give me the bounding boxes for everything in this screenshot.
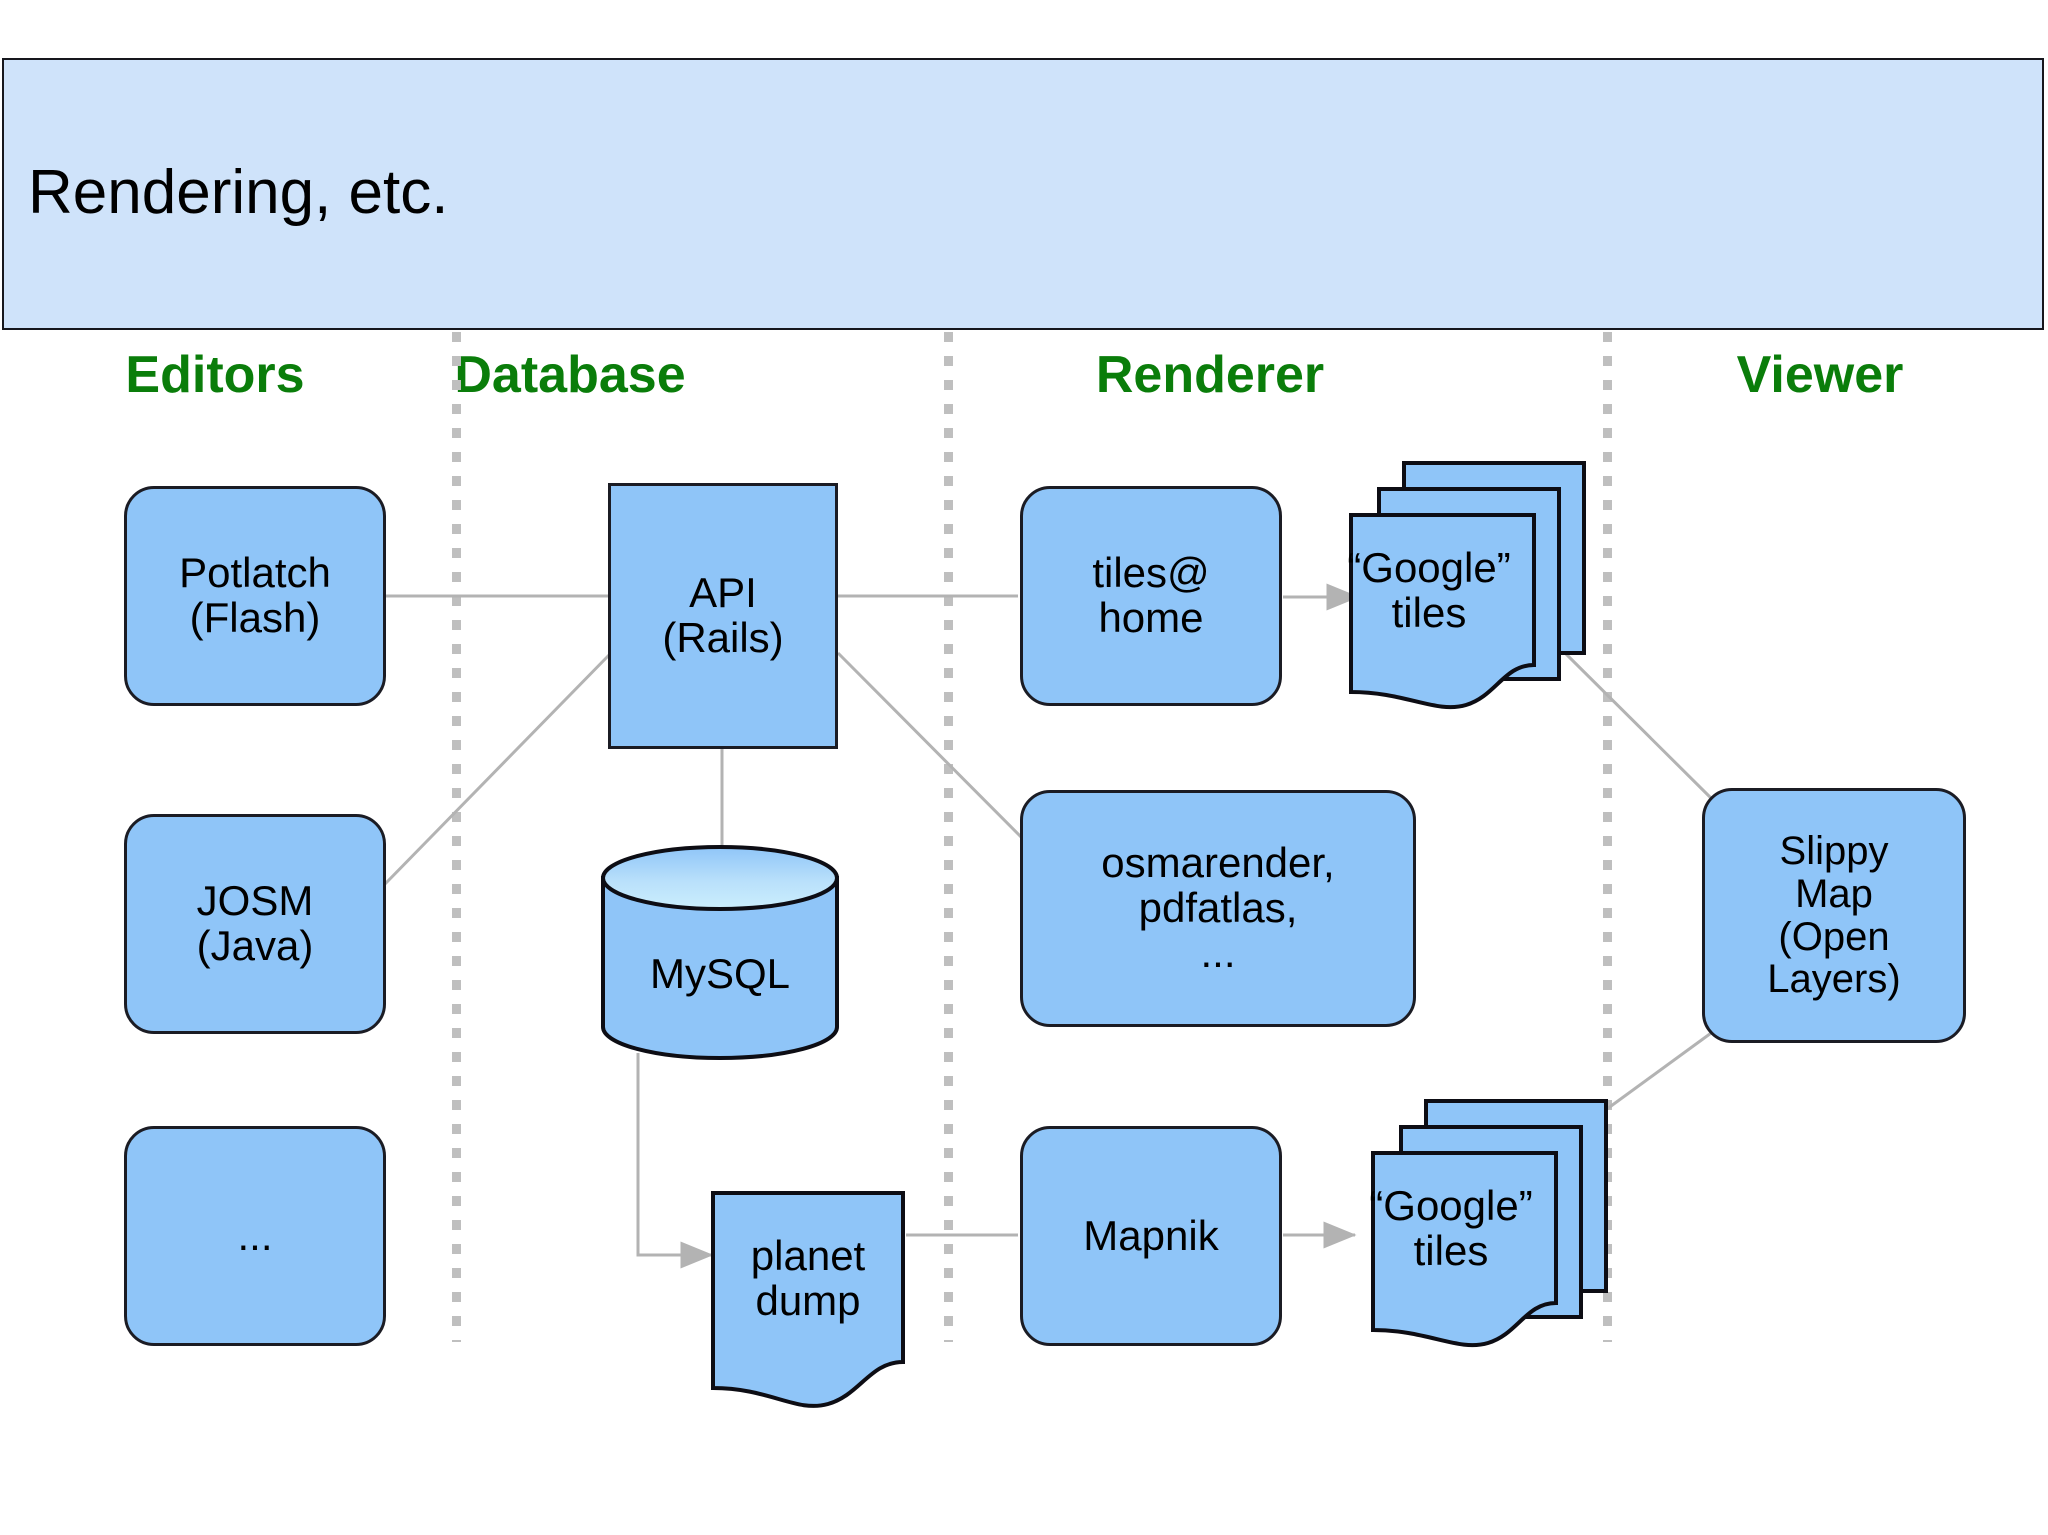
node-api[interactable]: API (Rails) <box>608 483 838 749</box>
node-api-label: API (Rails) <box>662 569 784 661</box>
node-josm-label: JOSM (Java) <box>196 877 314 969</box>
cylinder-shape <box>601 845 839 1060</box>
node-potlatch-label: Potlatch (Flash) <box>179 549 331 641</box>
node-google-tiles-top[interactable]: “Google” tiles <box>1347 460 1588 720</box>
document-stack-shape <box>1349 461 1586 710</box>
node-osmarender[interactable]: osmarender, pdfatlas, ... <box>1020 790 1416 1027</box>
column-header-editors: Editors <box>125 346 305 404</box>
node-osmarender-label: osmarender, pdfatlas, ... <box>1101 839 1335 976</box>
node-slippy-map-label: Slippy Map (Open Layers) <box>1767 828 1901 1002</box>
document-stack-shape <box>1371 1099 1608 1348</box>
column-header-renderer: Renderer <box>1095 346 1325 404</box>
node-mysql[interactable]: MySQL <box>600 845 840 1060</box>
title-banner: Rendering, etc. <box>2 58 2044 330</box>
column-header-database: Database <box>454 346 686 404</box>
edge-mysql-planetdump <box>636 1053 714 1269</box>
node-slippy-map[interactable]: Slippy Map (Open Layers) <box>1702 788 1966 1043</box>
document-shape <box>711 1191 905 1408</box>
edge-josm-api <box>383 651 613 886</box>
node-potlatch[interactable]: Potlatch (Flash) <box>124 486 386 706</box>
node-more-editors[interactable]: ... <box>124 1126 386 1346</box>
edge-api-osmarender <box>836 651 1032 848</box>
page-title: Rendering, etc. <box>28 158 449 227</box>
node-tiles-at-home-label: tiles@ home <box>1092 549 1210 641</box>
column-divider-editors-database <box>452 332 461 1342</box>
node-tiles-at-home[interactable]: tiles@ home <box>1020 486 1282 706</box>
column-divider-renderer-viewer <box>1603 332 1612 1342</box>
column-header-viewer: Viewer <box>1736 346 1904 404</box>
node-google-tiles-bottom[interactable]: “Google” tiles <box>1369 1098 1610 1358</box>
node-mapnik[interactable]: Mapnik <box>1020 1126 1282 1346</box>
node-more-editors-label: ... <box>237 1211 273 1259</box>
node-josm[interactable]: JOSM (Java) <box>124 814 386 1034</box>
column-divider-database-renderer <box>944 332 953 1342</box>
node-planet-dump[interactable]: planet dump <box>710 1190 906 1410</box>
node-mapnik-label: Mapnik <box>1083 1211 1219 1259</box>
